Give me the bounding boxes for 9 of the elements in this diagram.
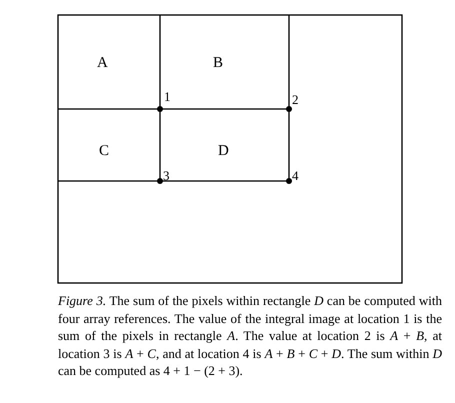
location-number: 2	[292, 93, 298, 106]
figure-caption: Figure 3. The sum of the pixels within rectangle D can be computed with four array references. The value of the integral image at location 1 is the sum of the pixels in rectangle A. The value at location 2 is A + B, at location 3 is A + C, and at location 4 is A + B + C + D. The sum within D can be computed as 4 + 1 − (2 + 3).	[58, 292, 442, 380]
location-number: 3	[163, 169, 170, 182]
region-letter: B	[213, 55, 224, 72]
region-letter: A	[97, 55, 108, 72]
location-number: 1	[164, 90, 170, 103]
region-letter: C	[99, 143, 110, 160]
region-letter: D	[218, 143, 229, 160]
location-number: 4	[292, 169, 298, 182]
